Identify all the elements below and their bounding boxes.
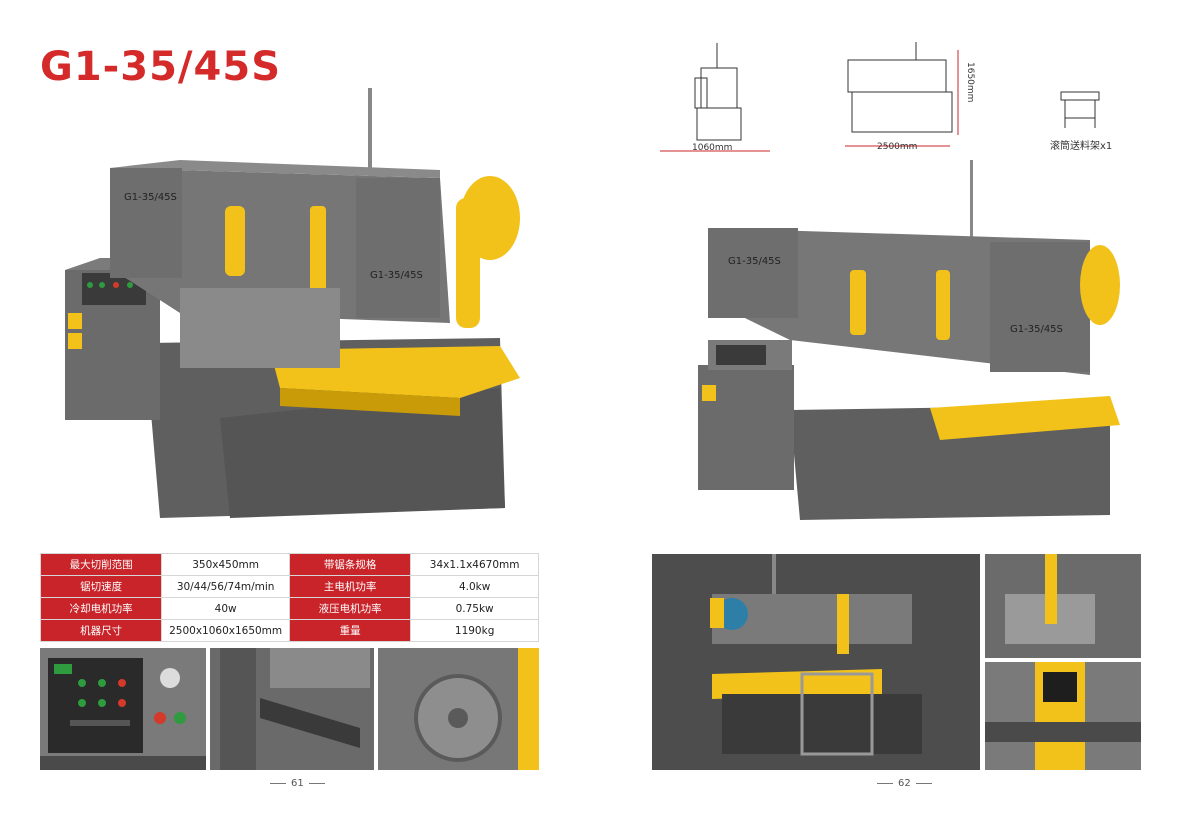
width-dimension: 1060mm bbox=[692, 143, 732, 153]
spec-value: 40w bbox=[161, 597, 291, 620]
page-title: G1-35/45S bbox=[40, 44, 282, 90]
spec-value: 34x1.1x4670mm bbox=[410, 553, 539, 576]
page-number-right: 62 bbox=[872, 778, 937, 789]
spec-key: 机器尺寸 bbox=[39, 619, 163, 642]
side-view-diagram: 1060mm bbox=[655, 38, 775, 158]
spec-row: 冷却电机功率 40w 液压电机功率 0.75kw bbox=[39, 597, 539, 620]
spec-value: 1190kg bbox=[410, 619, 539, 642]
vise-detail-photo bbox=[210, 648, 374, 770]
spec-key: 锯切速度 bbox=[39, 575, 163, 598]
spec-key: 重量 bbox=[289, 619, 412, 642]
machine-nameplate: G1-35/45S bbox=[728, 256, 781, 267]
control-panel-photo bbox=[40, 648, 206, 770]
spec-value: 4.0kw bbox=[410, 575, 539, 598]
spec-row: 锯切速度 30/44/56/74m/min 主电机功率 4.0kw bbox=[39, 575, 539, 598]
spec-value: 2500x1060x1650mm bbox=[161, 619, 291, 642]
spec-key: 液压电机功率 bbox=[289, 597, 412, 620]
roller-stand-diagram bbox=[1055, 88, 1105, 132]
spec-key: 最大切削范围 bbox=[39, 553, 163, 576]
roller-stand-caption: 滚筒送料架x1 bbox=[1050, 141, 1113, 152]
spec-key: 冷却电机功率 bbox=[39, 597, 163, 620]
height-dimension: 1650mm bbox=[965, 62, 975, 102]
spec-value: 0.75kw bbox=[410, 597, 539, 620]
machine-nameplate: G1-35/45S bbox=[124, 192, 177, 203]
spec-key: 主电机功率 bbox=[289, 575, 412, 598]
page-number-left: 61 bbox=[265, 778, 330, 789]
spec-row: 机器尺寸 2500x1060x1650mm 重量 1190kg bbox=[39, 619, 539, 642]
machine-nameplate: G1-35/45S bbox=[1010, 324, 1063, 335]
machine-nameplate: G1-35/45S bbox=[370, 270, 423, 281]
front-view-diagram: 2500mm 1650mm bbox=[840, 40, 980, 158]
spec-value: 30/44/56/74m/min bbox=[161, 575, 291, 598]
spec-key: 带锯条规格 bbox=[289, 553, 412, 576]
chip-tray-photo bbox=[985, 554, 1141, 658]
rear-view-photo bbox=[652, 554, 980, 770]
wheel-detail-photo bbox=[378, 648, 539, 770]
blade-guard-photo bbox=[985, 662, 1141, 770]
length-dimension: 2500mm bbox=[877, 142, 917, 152]
spec-row: 最大切削范围 350x450mm 带锯条规格 34x1.1x4670mm bbox=[39, 553, 539, 576]
spec-value: 350x450mm bbox=[161, 553, 291, 576]
machine-photo-secondary: G1-35/45S G1-35/45S bbox=[690, 160, 1130, 526]
machine-photo-main: G1-35/45S G1-35/45S bbox=[60, 88, 530, 520]
spec-table: 最大切削范围 350x450mm 带锯条规格 34x1.1x4670mm 锯切速… bbox=[39, 553, 539, 642]
